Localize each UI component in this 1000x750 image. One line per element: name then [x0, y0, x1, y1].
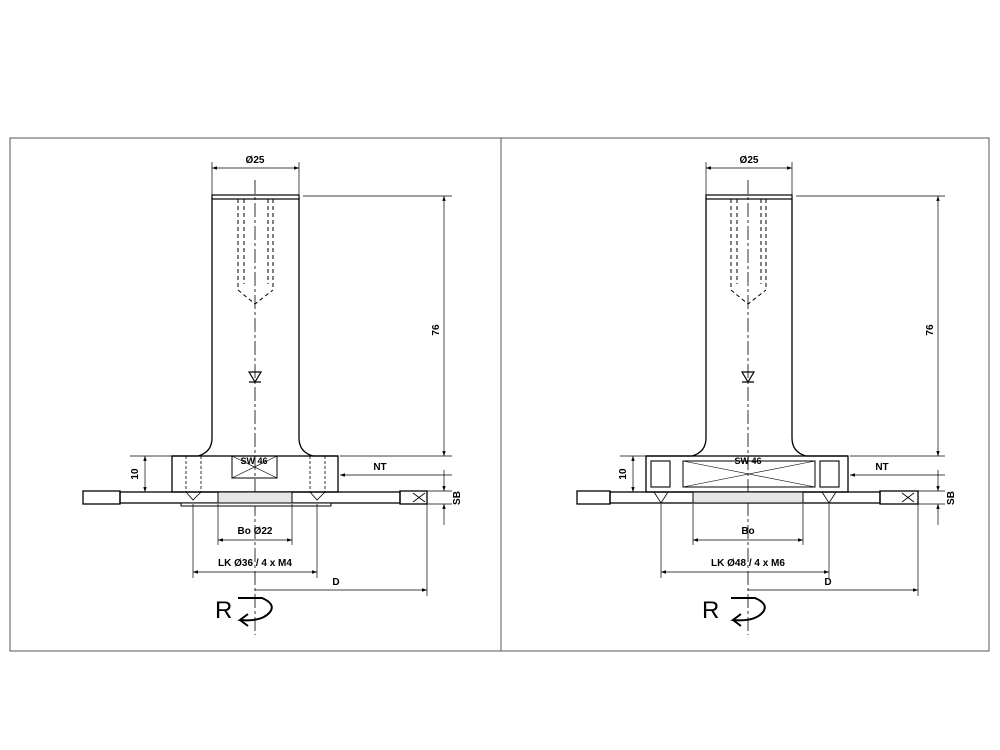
bore-recess — [692, 491, 804, 504]
bolt-circle-label: LK Ø48 / 4 x M6 — [711, 558, 785, 569]
bore-label: Bo Ø22 — [237, 526, 272, 537]
wrench-flat — [682, 460, 816, 488]
left-panel — [82, 162, 452, 635]
bolt-hole-right — [819, 460, 840, 488]
bolt-holes — [185, 456, 326, 492]
sb-label: SB — [946, 491, 957, 505]
shank-top — [705, 194, 793, 200]
wrench-label: SW 46 — [240, 456, 267, 466]
drawing-frame — [9, 137, 990, 652]
nt-label: NT — [373, 462, 386, 473]
diameter-label: D — [332, 577, 339, 588]
right-panel — [576, 162, 945, 635]
axis-direction-icon — [247, 371, 263, 384]
height-label: 76 — [431, 324, 442, 336]
bolt-hole-left — [650, 460, 671, 488]
left-tooth — [82, 490, 121, 505]
hub-height-label: 10 — [618, 468, 629, 480]
rotation-label: R — [215, 597, 232, 624]
shank-outline — [646, 197, 848, 457]
axis-direction-icon — [740, 371, 756, 384]
height-label: 76 — [925, 324, 936, 336]
threaded-hole — [237, 199, 274, 305]
bore-label: Bo — [741, 526, 754, 537]
wrench-label: SW 46 — [734, 456, 761, 466]
sb-label: SB — [452, 491, 463, 505]
bore-recess — [217, 491, 293, 504]
bolt-circle-label: LK Ø36 / 4 x M4 — [218, 558, 292, 569]
rotation-arrow-icon — [730, 597, 766, 627]
right-tooth — [879, 490, 919, 505]
nt-label: NT — [875, 462, 888, 473]
wrench-flat — [231, 455, 278, 479]
left-tooth — [576, 490, 611, 505]
diameter-label: D — [824, 577, 831, 588]
hub-height-label: 10 — [130, 468, 141, 480]
shank-diameter-label: Ø25 — [740, 155, 759, 166]
rotation-arrow-icon — [237, 597, 273, 627]
shank-top — [211, 194, 300, 200]
threaded-hole — [730, 199, 767, 305]
rotation-label: R — [702, 597, 719, 624]
right-tooth — [399, 490, 428, 505]
shank-diameter-label: Ø25 — [246, 155, 265, 166]
